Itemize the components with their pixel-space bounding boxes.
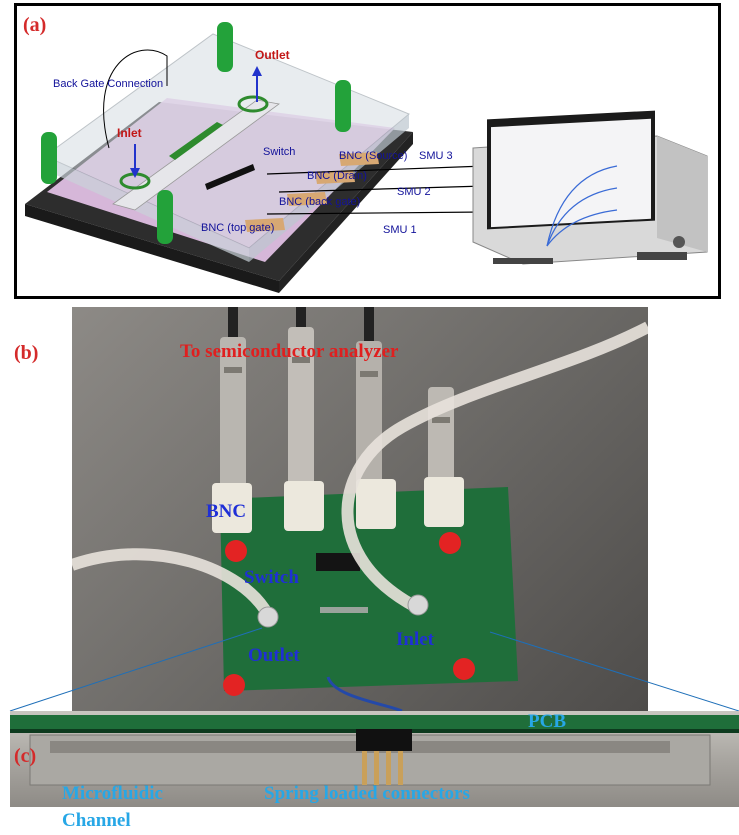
bnc-back-gate-label: BNC (back gate) <box>279 196 361 208</box>
bnc-source-label: BNC (Source) <box>339 150 408 162</box>
bnc-connector <box>245 218 285 232</box>
outlet-ring <box>237 95 269 113</box>
red-led <box>439 532 461 554</box>
spring-connectors-label: Spring loaded connectors <box>264 783 470 804</box>
channel-crosssection <box>10 715 739 786</box>
back-gate-connection-label: Back Gate Connection <box>53 78 164 90</box>
bnc-drain-label: BNC (Drain) <box>307 170 367 182</box>
tube-inlet <box>341 321 648 613</box>
inlet-label: Inlet <box>117 126 142 140</box>
smu2-label: SMU 2 <box>397 186 431 198</box>
red-led <box>225 540 247 562</box>
panel-a-schematic: (a) Outlet Back Gate Connection Inlet Sw… <box>14 3 721 299</box>
green-post <box>335 80 351 132</box>
connector-housing <box>356 729 412 751</box>
back-gate-wire <box>103 49 168 149</box>
switch-ic <box>316 553 360 571</box>
spring-pin <box>374 751 379 785</box>
spring-pin <box>398 751 403 785</box>
panel-c-letter: (c) <box>14 745 37 767</box>
bnc-label: BNC <box>206 501 247 522</box>
bnc-connector <box>315 170 355 184</box>
switch-label-b: Switch <box>244 567 299 588</box>
panel-a-letter: (a) <box>23 14 47 36</box>
panel-b-letter: (b) <box>14 342 39 364</box>
spring-pin <box>386 751 391 785</box>
green-post <box>41 132 57 184</box>
panel-b-photo: To semiconductor analyzer BNC Switch Out… <box>72 307 648 711</box>
to-analyzer-label: To semiconductor analyzer <box>180 341 399 362</box>
device-photo <box>72 307 648 711</box>
pcb-label: PCB <box>528 711 566 732</box>
red-led <box>453 658 475 680</box>
pcb-strip <box>10 715 739 729</box>
bnc-cables <box>220 307 454 487</box>
spring-pin <box>362 751 367 785</box>
microfluidic-label: Microfluidic <box>62 783 163 804</box>
cable-smu2 <box>278 185 486 193</box>
setup-schematic <box>25 22 708 293</box>
switch-component <box>205 164 255 190</box>
bnc-connector <box>287 192 327 206</box>
cable-smu3 <box>266 165 486 175</box>
cable-smu1 <box>266 211 486 215</box>
channel-label: Channel <box>62 810 131 831</box>
smu1-label: SMU 1 <box>383 224 417 236</box>
bnc-connector <box>339 152 379 166</box>
tube-outlet <box>72 548 274 619</box>
switch-label: Switch <box>263 146 296 158</box>
outlet-label-b: Outlet <box>248 645 300 666</box>
bnc-top-gate-label: BNC (top gate) <box>201 222 275 234</box>
green-post <box>217 22 233 72</box>
panel-c-photo: (c) PCB Spring loaded connectors Microfl… <box>10 711 739 807</box>
semiconductor-analyzer <box>472 110 708 265</box>
inlet-label-b: Inlet <box>396 629 434 650</box>
green-post <box>157 190 173 244</box>
red-led <box>223 674 245 696</box>
smu3-label: SMU 3 <box>419 150 453 162</box>
outlet-label: Outlet <box>255 48 290 62</box>
